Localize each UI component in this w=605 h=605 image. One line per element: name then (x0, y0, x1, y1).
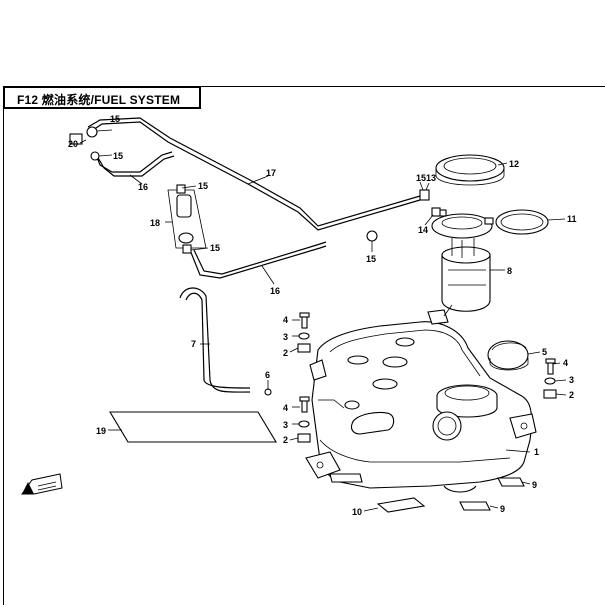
fuel-pump-assembly (427, 209, 494, 325)
callout-9b: 9 (500, 504, 505, 514)
callout-14: 14 (418, 225, 428, 235)
callout-2c: 2 (569, 390, 574, 400)
callout-17: 17 (266, 168, 276, 178)
callout-20: 20 (68, 139, 78, 149)
diagram-frame (3, 86, 605, 605)
page-title: F12 燃油系统/FUEL SYSTEM (17, 93, 181, 107)
pad-19 (109, 411, 277, 443)
callout-8: 8 (507, 266, 512, 276)
fuel-lines (87, 117, 421, 279)
callout-2b: 2 (283, 435, 288, 445)
fasteners (297, 312, 557, 443)
vent-hose (179, 287, 251, 393)
fuel-filter (167, 184, 207, 254)
callout-4b: 4 (283, 403, 288, 413)
callout-13: 13 (426, 173, 436, 183)
pad-9b (459, 501, 491, 511)
callout-3c: 3 (569, 375, 574, 385)
callout-15a: 15 (110, 114, 120, 124)
callout-15c: 15 (198, 181, 208, 191)
callout-15e: 15 (366, 254, 376, 264)
leader-lines (79, 129, 567, 512)
callout-3b: 3 (283, 420, 288, 430)
callout-16a: 16 (138, 182, 148, 192)
locking-ring (435, 154, 505, 186)
callout-4a: 4 (283, 315, 288, 325)
callout-15b: 15 (113, 151, 123, 161)
callout-15f: 15 (416, 173, 426, 183)
fuel-tank (305, 321, 537, 493)
callout-11: 11 (567, 214, 577, 224)
pump-gasket (495, 209, 549, 235)
title-box: F12 燃油系统/FUEL SYSTEM (3, 86, 201, 109)
callout-16b: 16 (270, 286, 280, 296)
callout-18: 18 (150, 218, 160, 228)
callout-1: 1 (534, 447, 539, 457)
callout-12: 12 (509, 159, 519, 169)
callout-19: 19 (96, 426, 106, 436)
callout-2a: 2 (283, 348, 288, 358)
callout-4c: 4 (563, 358, 568, 368)
pads (109, 411, 525, 513)
callout-3a: 3 (283, 332, 288, 342)
pad-10 (376, 497, 426, 513)
pad-9a (497, 477, 525, 487)
callout-7: 7 (191, 339, 196, 349)
fuel-cap (487, 340, 529, 371)
callout-5: 5 (542, 347, 547, 357)
callout-6: 6 (265, 370, 270, 380)
callout-10: 10 (352, 507, 362, 517)
hose-clamps (69, 126, 441, 396)
callout-9a: 9 (532, 480, 537, 490)
direction-arrow-icon (21, 473, 63, 495)
callout-labels: 1 2 2 2 3 3 3 4 4 4 5 6 7 8 9 9 10 11 12… (68, 114, 577, 517)
callout-15d: 15 (210, 243, 220, 253)
